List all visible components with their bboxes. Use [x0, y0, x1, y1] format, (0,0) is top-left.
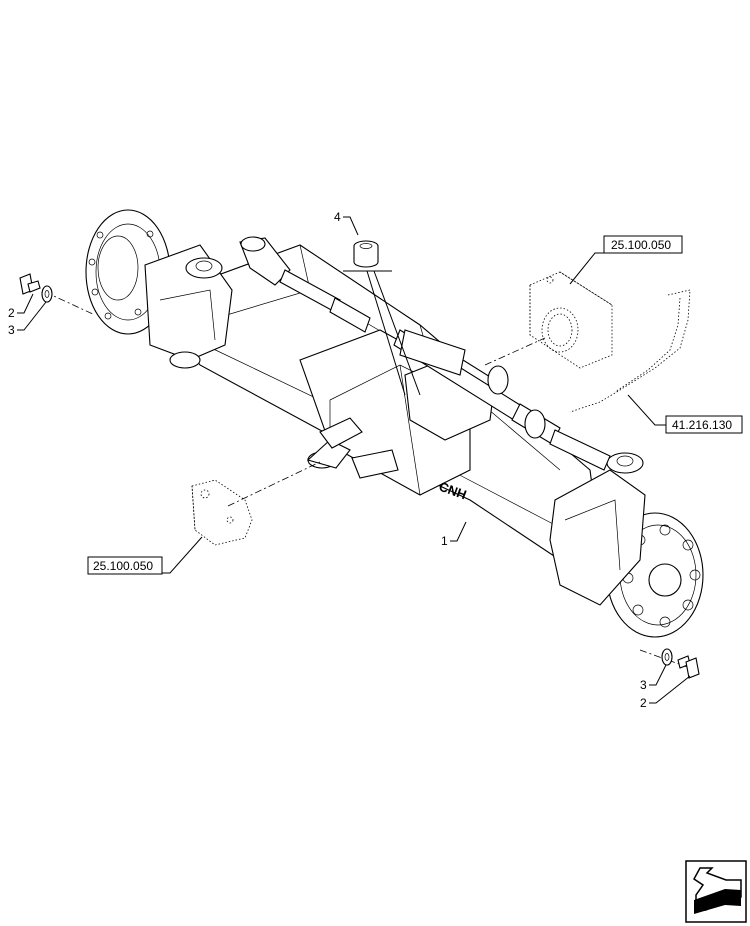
lower-bracket-axis: [227, 461, 321, 507]
callout-right-item-3-leader: [649, 664, 667, 686]
right-washer: [661, 648, 673, 666]
callout-item-1: 1: [441, 534, 448, 548]
arrow-navigation-icon[interactable]: [685, 860, 747, 923]
bushing-leader-a: [366, 270, 406, 396]
reference-upper-bracket-leader: [569, 252, 604, 285]
reference-box-steering-cylinder[interactable]: 41.216.130: [665, 415, 743, 434]
callout-left-item-2-leader: [17, 293, 34, 314]
left-washer: [41, 285, 53, 303]
lower-mounting-bracket: [191, 479, 253, 546]
callout-left-item-3: 3: [8, 323, 15, 337]
callout-right-item-2-leader: [649, 675, 691, 704]
callout-item-4: 4: [334, 210, 341, 224]
callout-left-item-2: 2: [8, 306, 15, 320]
steering-pipe: [569, 289, 691, 413]
reference-lower-bracket-label: 25.100.050: [93, 559, 153, 573]
reference-box-upper-bracket[interactable]: 25.100.050: [603, 235, 683, 254]
upper-bracket-axis: [484, 337, 546, 366]
reference-steering-cylinder-label: 41.216.130: [672, 418, 732, 432]
bushing-leader-b: [373, 270, 421, 396]
callout-right-item-2: 2: [640, 696, 647, 710]
reference-box-lower-bracket[interactable]: 25.100.050: [87, 556, 163, 575]
callout-item-4-leader: [343, 216, 359, 236]
left-bolt: [19, 273, 41, 295]
bushing-part: [353, 240, 379, 268]
upper-mounting-bracket: [529, 271, 613, 369]
callout-left-item-3-leader: [17, 301, 47, 331]
reference-lower-bracket-leader: [162, 536, 203, 574]
callout-right-item-3: 3: [640, 678, 647, 692]
axle-assembly: CNH: [85, 209, 704, 638]
callout-item-1-leader: [450, 521, 467, 542]
reference-steering-cylinder-leader: [627, 394, 666, 426]
right-bolt: [677, 655, 700, 679]
left-bolt-axis: [44, 291, 96, 316]
reference-upper-bracket-label: 25.100.050: [611, 238, 671, 252]
